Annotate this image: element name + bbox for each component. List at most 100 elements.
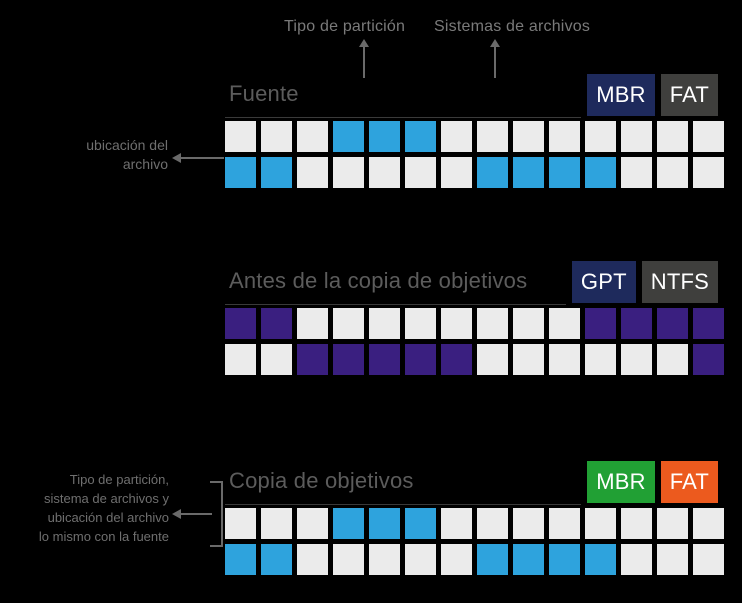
block-cell xyxy=(297,157,328,188)
block-cell xyxy=(513,121,544,152)
block-cell xyxy=(297,508,328,539)
block-cell xyxy=(369,508,400,539)
block-cell xyxy=(693,508,724,539)
annotation-file-location-line-2: archivo xyxy=(122,156,168,172)
block-cell xyxy=(477,308,508,339)
block-cell xyxy=(549,544,580,575)
block-cell xyxy=(585,544,616,575)
block-cell xyxy=(657,308,688,339)
block-cell xyxy=(477,508,508,539)
block-cell xyxy=(513,157,544,188)
block-cell xyxy=(261,121,292,152)
block-cell xyxy=(549,121,580,152)
block-cell xyxy=(225,344,256,375)
block-cell xyxy=(225,157,256,188)
block-cell xyxy=(621,157,652,188)
block-cell xyxy=(441,344,472,375)
callout-label-partition-type: Tipo de partición xyxy=(284,18,406,35)
block-cell xyxy=(261,308,292,339)
block-grid-source xyxy=(225,121,724,188)
block-cell xyxy=(405,157,436,188)
annotation-target-copy: Tipo de partición, sistema de archivos y… xyxy=(6,470,169,546)
section-before-copy-title: Antes de la copia de objetivos xyxy=(229,268,528,293)
block-cell xyxy=(693,121,724,152)
block-cell xyxy=(333,344,364,375)
block-cell xyxy=(333,157,364,188)
block-cell xyxy=(441,157,472,188)
section-before-copy-rule xyxy=(225,304,566,305)
section-before-copy-badges: GPT NTFS xyxy=(571,261,718,303)
block-cell xyxy=(333,308,364,339)
block-cell xyxy=(369,157,400,188)
annotation-target-copy-line-4: lo mismo con la fuente xyxy=(38,529,169,544)
callout-label-filesystems: Sistemas de archivos xyxy=(434,18,591,35)
block-cell xyxy=(585,308,616,339)
callout-arrow-partition-type xyxy=(359,39,369,78)
annotation-file-location: ubicación del archivo xyxy=(20,136,168,174)
section-target-copy-rule xyxy=(225,504,581,505)
block-cell xyxy=(513,308,544,339)
block-cell xyxy=(585,344,616,375)
section-before-copy: Antes de la copia de objetivos GPT NTFS xyxy=(0,261,742,375)
annotation-target-copy-line-3: ubicación del archivo xyxy=(47,510,169,525)
section-target-copy-title: Copia de objetivos xyxy=(229,468,414,493)
block-cell xyxy=(405,308,436,339)
block-cell xyxy=(405,121,436,152)
block-cell xyxy=(513,344,544,375)
block-cell xyxy=(513,544,544,575)
block-cell xyxy=(297,344,328,375)
block-cell xyxy=(297,121,328,152)
block-cell xyxy=(477,121,508,152)
block-grid-before-copy xyxy=(225,308,724,375)
annotation-arrow-file-location xyxy=(172,153,224,163)
block-cell xyxy=(225,544,256,575)
block-cell xyxy=(477,344,508,375)
block-cell xyxy=(441,121,472,152)
badge-filesystem-source[interactable]: FAT xyxy=(660,74,718,116)
section-source: Fuente MBR FAT xyxy=(0,74,742,188)
block-cell xyxy=(225,508,256,539)
block-cell xyxy=(549,344,580,375)
annotation-target-copy-line-1: Tipo de partición, xyxy=(69,472,169,487)
block-grid-target-copy xyxy=(225,508,724,575)
block-cell xyxy=(693,544,724,575)
block-cell xyxy=(585,508,616,539)
block-cell xyxy=(549,308,580,339)
badge-partition-type-target[interactable]: MBR xyxy=(587,461,655,503)
annotation-file-location-line-1: ubicación del xyxy=(86,137,168,153)
section-target-copy-badges: MBR FAT xyxy=(587,461,718,503)
block-cell xyxy=(405,508,436,539)
callout-arrow-filesystems xyxy=(490,39,500,78)
block-cell xyxy=(549,508,580,539)
block-cell xyxy=(441,508,472,539)
annotation-bracket-target-copy xyxy=(210,481,223,547)
badge-filesystem-target[interactable]: FAT xyxy=(660,461,718,503)
block-cell xyxy=(261,508,292,539)
block-cell xyxy=(657,157,688,188)
block-cell xyxy=(333,121,364,152)
block-cell xyxy=(585,157,616,188)
block-cell xyxy=(441,308,472,339)
section-target-copy-header: Copia de objetivos MBR FAT xyxy=(225,461,730,505)
section-target-copy: Copia de objetivos MBR FAT xyxy=(0,461,742,575)
badge-filesystem-before[interactable]: NTFS xyxy=(641,261,718,303)
block-cell xyxy=(297,308,328,339)
annotation-arrow-target-copy xyxy=(172,509,212,519)
block-cell xyxy=(693,344,724,375)
badge-partition-type-before[interactable]: GPT xyxy=(571,261,636,303)
badge-partition-type-source[interactable]: MBR xyxy=(587,74,655,116)
block-cell xyxy=(513,508,544,539)
block-cell xyxy=(369,544,400,575)
block-cell xyxy=(369,344,400,375)
block-cell xyxy=(369,308,400,339)
block-cell xyxy=(225,121,256,152)
block-cell xyxy=(585,121,616,152)
block-cell xyxy=(477,544,508,575)
block-cell xyxy=(621,508,652,539)
block-cell xyxy=(333,508,364,539)
block-cell xyxy=(693,308,724,339)
block-cell xyxy=(333,544,364,575)
block-cell xyxy=(621,544,652,575)
block-cell xyxy=(225,308,256,339)
